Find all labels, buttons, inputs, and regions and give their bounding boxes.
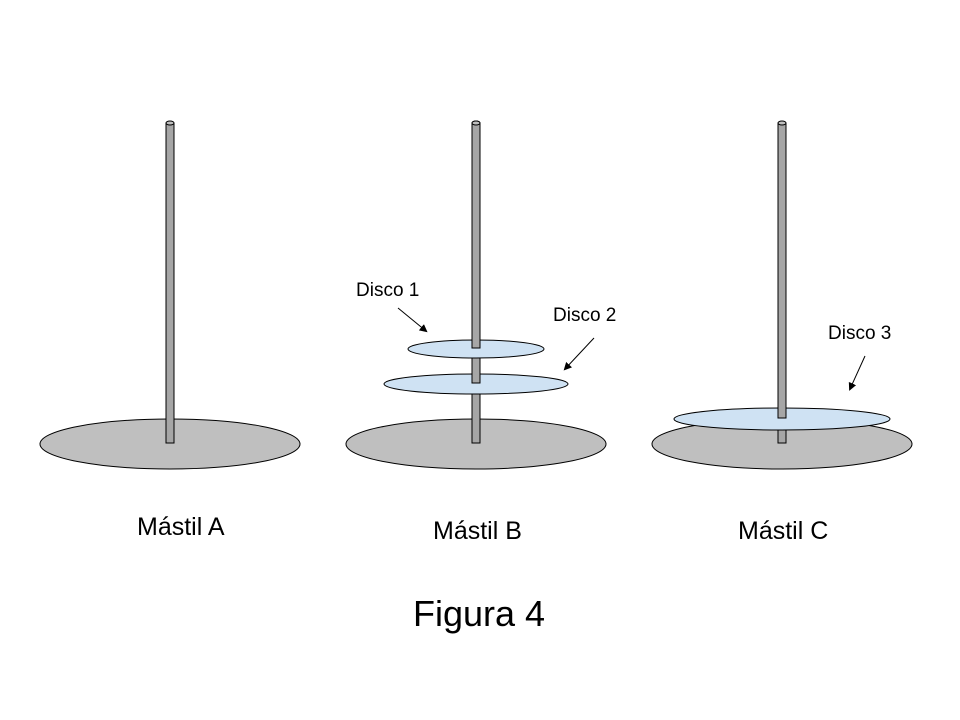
disc-1-label: Disco 1 bbox=[356, 280, 419, 301]
mast-b-pole-segment-between-discs bbox=[471, 356, 481, 384]
disc-3-arrow bbox=[848, 355, 866, 391]
mast-c-pole-top bbox=[777, 120, 787, 126]
mast-a bbox=[39, 120, 301, 470]
mast-a-pole bbox=[165, 122, 175, 444]
disc-2-arrow bbox=[563, 337, 595, 371]
disc-2-label: Disco 2 bbox=[553, 305, 616, 326]
mast-a-label: Mástil A bbox=[137, 513, 225, 541]
mast-b bbox=[345, 120, 607, 470]
mast-b-pole-segment-upper bbox=[471, 122, 481, 349]
mast-c-pole bbox=[777, 122, 787, 419]
disc-3-label: Disco 3 bbox=[828, 323, 891, 344]
mast-c bbox=[651, 120, 913, 470]
mast-b-label: Mástil B bbox=[433, 517, 522, 545]
figure-caption: Figura 4 bbox=[413, 593, 545, 634]
disc-1-arrow bbox=[397, 307, 428, 333]
mast-a-pole-top bbox=[165, 120, 175, 126]
mast-b-pole-top-overlay bbox=[471, 120, 481, 126]
mast-c-label: Mástil C bbox=[738, 517, 828, 545]
